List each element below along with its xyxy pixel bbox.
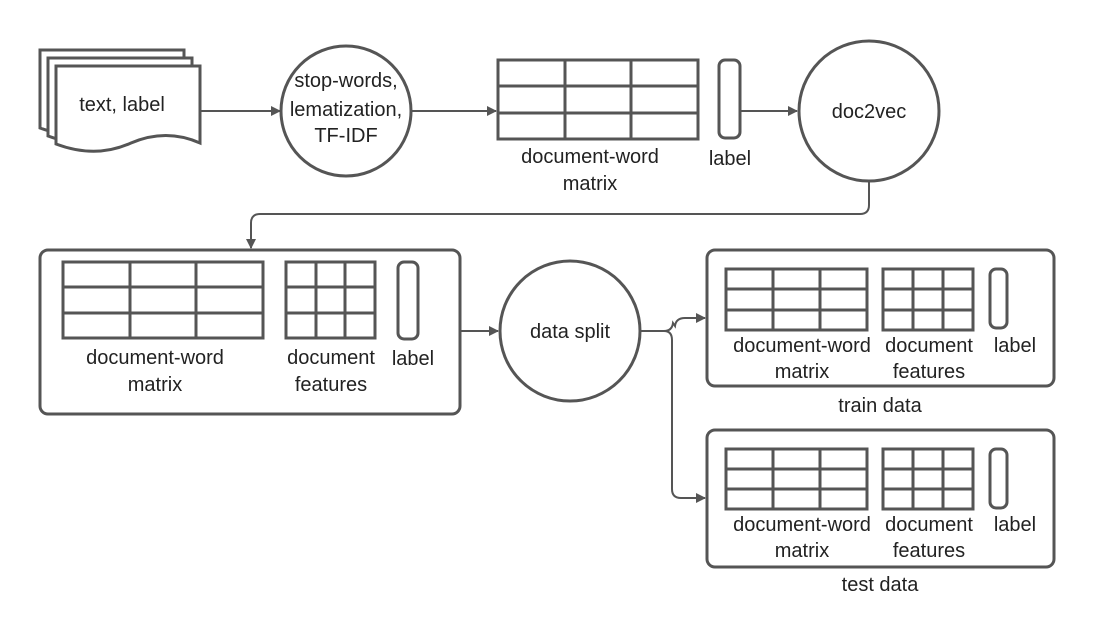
train-document-features-grid [881, 267, 975, 332]
train-label-caption: label [994, 335, 1036, 357]
test-label-vector [988, 447, 1009, 510]
test-data-box [705, 428, 1056, 569]
arrow-split-to-train [640, 313, 706, 332]
test-features-caption-line-1: document [885, 514, 973, 536]
test-document-word-matrix-grid [724, 447, 869, 511]
top-label-caption: label [709, 148, 751, 170]
test-features-caption-line-2: features [893, 540, 965, 562]
top-matrix-caption-line-1: document-word [521, 146, 659, 168]
preprocess-line-2: lematization, [290, 99, 402, 121]
top-document-word-matrix-grid [496, 58, 700, 141]
test-document-features-grid [881, 447, 975, 511]
train-data-caption: train data [838, 395, 922, 417]
train-matrix-caption-line-1: document-word [733, 335, 871, 357]
combined-features-caption-line-1: document [287, 347, 375, 369]
train-data-box [705, 248, 1056, 388]
train-features-caption-line-2: features [893, 361, 965, 383]
arrow-split-to-test [663, 330, 706, 503]
top-matrix-caption-line-2: matrix [563, 173, 617, 195]
combined-document-word-matrix-grid [61, 260, 265, 340]
test-label-caption: label [994, 514, 1036, 536]
combined-matrix-caption-line-1: document-word [86, 347, 224, 369]
stacked-documents-icon [38, 48, 202, 153]
combined-label-vector [396, 260, 420, 341]
combined-matrix-caption-line-2: matrix [128, 374, 182, 396]
top-label-vector [717, 58, 742, 140]
doc2vec-label: doc2vec [832, 101, 907, 123]
train-label-vector [988, 267, 1009, 330]
test-matrix-caption-line-2: matrix [775, 540, 829, 562]
train-matrix-caption-line-2: matrix [775, 361, 829, 383]
train-features-caption-line-1: document [885, 335, 973, 357]
test-matrix-caption-line-1: document-word [733, 514, 871, 536]
preprocess-line-1: stop-words, [294, 70, 397, 92]
test-data-caption: test data [842, 574, 920, 596]
combined-features-caption-line-2: features [295, 374, 367, 396]
train-document-word-matrix-grid [724, 267, 869, 332]
data-split-label: data split [530, 321, 610, 343]
input-doc-label: text, label [79, 94, 165, 116]
combined-label-caption: label [392, 348, 434, 370]
combined-document-features-grid [284, 260, 377, 340]
arrow-doc2vec-to-combined [246, 181, 870, 249]
preprocess-line-3: TF-IDF [314, 125, 377, 147]
